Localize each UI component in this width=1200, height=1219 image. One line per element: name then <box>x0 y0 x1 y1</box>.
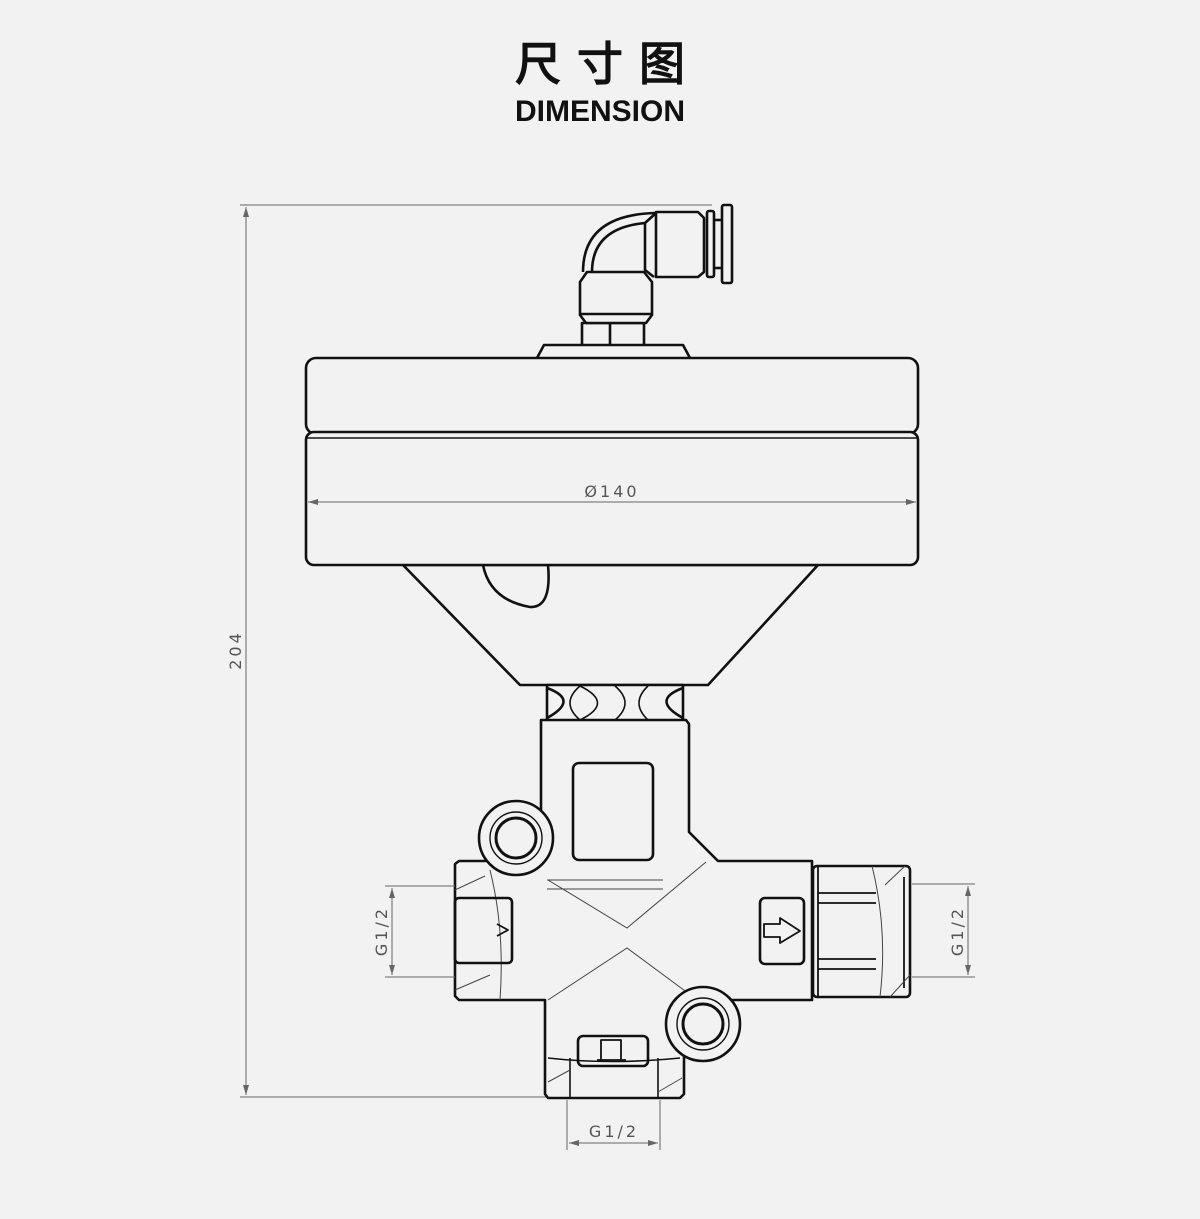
height-dimension: 204 <box>226 204 712 1098</box>
right-port-label: G1/2 <box>948 906 967 956</box>
gauge-port-upper <box>477 799 555 877</box>
elbow-fitting <box>578 203 734 345</box>
title-zh: 尺 寸 图 <box>515 37 685 91</box>
right-port-dimension: G1/2 <box>912 883 975 978</box>
diameter-label: Ø140 <box>584 482 639 501</box>
title-en: DIMENSION <box>515 95 685 128</box>
left-port-label: G1/2 <box>372 906 391 956</box>
hex-nut <box>545 683 685 723</box>
bottom-port-label: G1/2 <box>589 1122 639 1141</box>
gauge-port-lower <box>664 985 742 1063</box>
diameter-dimension: Ø140 <box>308 482 916 505</box>
bottom-port-dimension: G1/2 <box>566 1100 661 1150</box>
height-label: 204 <box>226 630 245 670</box>
left-port-dimension: G1/2 <box>372 885 455 978</box>
diaphragm-cap <box>304 343 920 687</box>
